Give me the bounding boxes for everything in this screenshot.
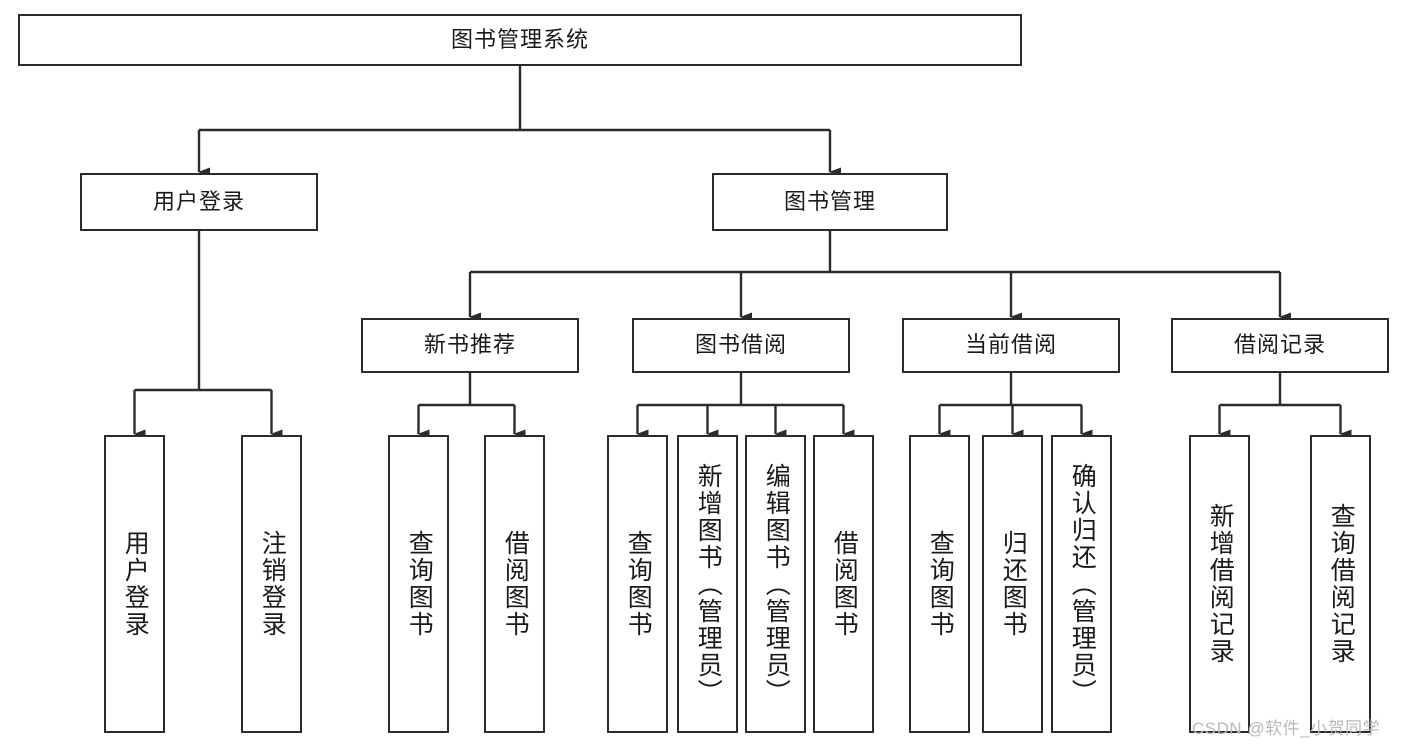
node-book-borrow[interactable]: 图书借阅	[632, 318, 850, 373]
node-leaf-borrow-book-2[interactable]: 借阅图书	[813, 435, 874, 733]
node-label: 确认归还（管理员）	[1068, 462, 1097, 706]
csdn-watermark: CSDN @软件_小贺同学	[1192, 719, 1381, 738]
node-leaf-edit-book[interactable]: 编辑图书（管理员）	[745, 435, 806, 733]
node-label: 借阅图书	[501, 530, 530, 638]
node-leaf-query-record[interactable]: 查询借阅记录	[1310, 435, 1371, 733]
node-current-borrow[interactable]: 当前借阅	[902, 318, 1120, 373]
node-leaf-confirm-return[interactable]: 确认归还（管理员）	[1051, 435, 1112, 733]
node-root[interactable]: 图书管理系统	[18, 14, 1022, 66]
node-leaf-logout[interactable]: 注销登录	[241, 435, 302, 733]
node-leaf-query-book-1[interactable]: 查询图书	[388, 435, 449, 733]
node-leaf-return-book[interactable]: 归还图书	[982, 435, 1043, 733]
node-label: 编辑图书（管理员）	[762, 462, 791, 706]
node-leaf-query-book-3[interactable]: 查询图书	[909, 435, 970, 733]
node-leaf-borrow-book-1[interactable]: 借阅图书	[484, 435, 545, 733]
node-label: 查询图书	[926, 530, 955, 638]
node-label: 归还图书	[999, 530, 1028, 638]
node-label: 图书管理系统	[450, 26, 589, 52]
node-leaf-add-book[interactable]: 新增图书（管理员）	[677, 435, 738, 733]
node-label: 图书管理	[783, 188, 876, 214]
node-leaf-user-login[interactable]: 用户登录	[104, 435, 165, 733]
node-label: 新增借阅记录	[1206, 503, 1235, 665]
node-label: 注销登录	[258, 530, 287, 638]
node-label: 用户登录	[121, 530, 150, 638]
node-label: 借阅记录	[1233, 332, 1326, 358]
node-leaf-query-book-2[interactable]: 查询图书	[607, 435, 668, 733]
node-label: 借阅图书	[830, 530, 859, 638]
node-label: 新书推荐	[423, 332, 516, 358]
node-label: 新增图书（管理员）	[694, 462, 723, 706]
node-book-manage[interactable]: 图书管理	[712, 173, 948, 231]
node-label: 查询图书	[624, 530, 653, 638]
node-label: 图书借阅	[694, 332, 787, 358]
node-new-book-recommend[interactable]: 新书推荐	[361, 318, 579, 373]
node-label: 查询借阅记录	[1327, 503, 1356, 665]
node-label: 查询图书	[405, 530, 434, 638]
node-borrow-record[interactable]: 借阅记录	[1171, 318, 1389, 373]
node-leaf-add-record[interactable]: 新增借阅记录	[1189, 435, 1250, 733]
node-label: 当前借阅	[964, 332, 1057, 358]
node-user-login[interactable]: 用户登录	[80, 173, 318, 231]
node-label: 用户登录	[152, 188, 245, 214]
